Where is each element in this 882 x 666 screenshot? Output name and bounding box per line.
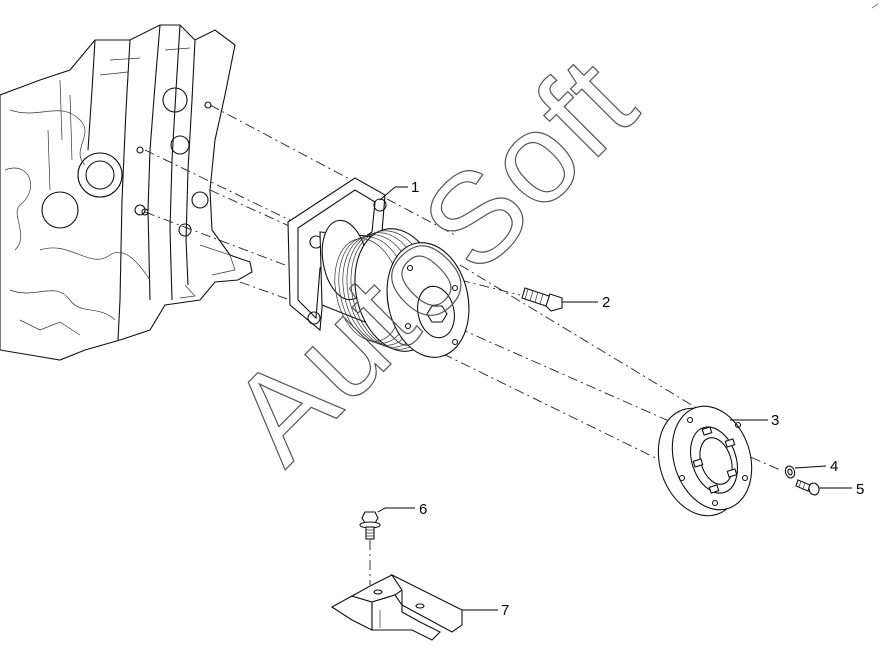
callout-2: 2 <box>602 294 610 311</box>
bolt-part-2 <box>521 287 563 312</box>
callout-1: 1 <box>411 179 419 196</box>
corner-mark <box>871 3 879 9</box>
engine-block <box>0 24 253 361</box>
washer-part-4 <box>784 465 796 479</box>
callout-6: 6 <box>419 501 427 518</box>
flange-bolt-part-6 <box>359 511 381 540</box>
svg-text:AutoSoft: AutoSoft <box>204 30 664 490</box>
bracket-part-7 <box>330 573 463 641</box>
screw-part-5 <box>795 479 820 496</box>
callout-7: 7 <box>501 602 509 619</box>
damper-part-3 <box>657 405 753 517</box>
leader-lines <box>377 186 852 611</box>
assembly-axes <box>144 104 781 585</box>
watermark: AutoSoft <box>203 30 664 491</box>
callout-5: 5 <box>856 481 864 498</box>
water-pump-assembly <box>287 177 470 358</box>
callout-3: 3 <box>771 412 779 429</box>
callout-4: 4 <box>830 458 838 475</box>
callout-labels: 1 2 3 4 5 6 7 <box>411 179 864 619</box>
